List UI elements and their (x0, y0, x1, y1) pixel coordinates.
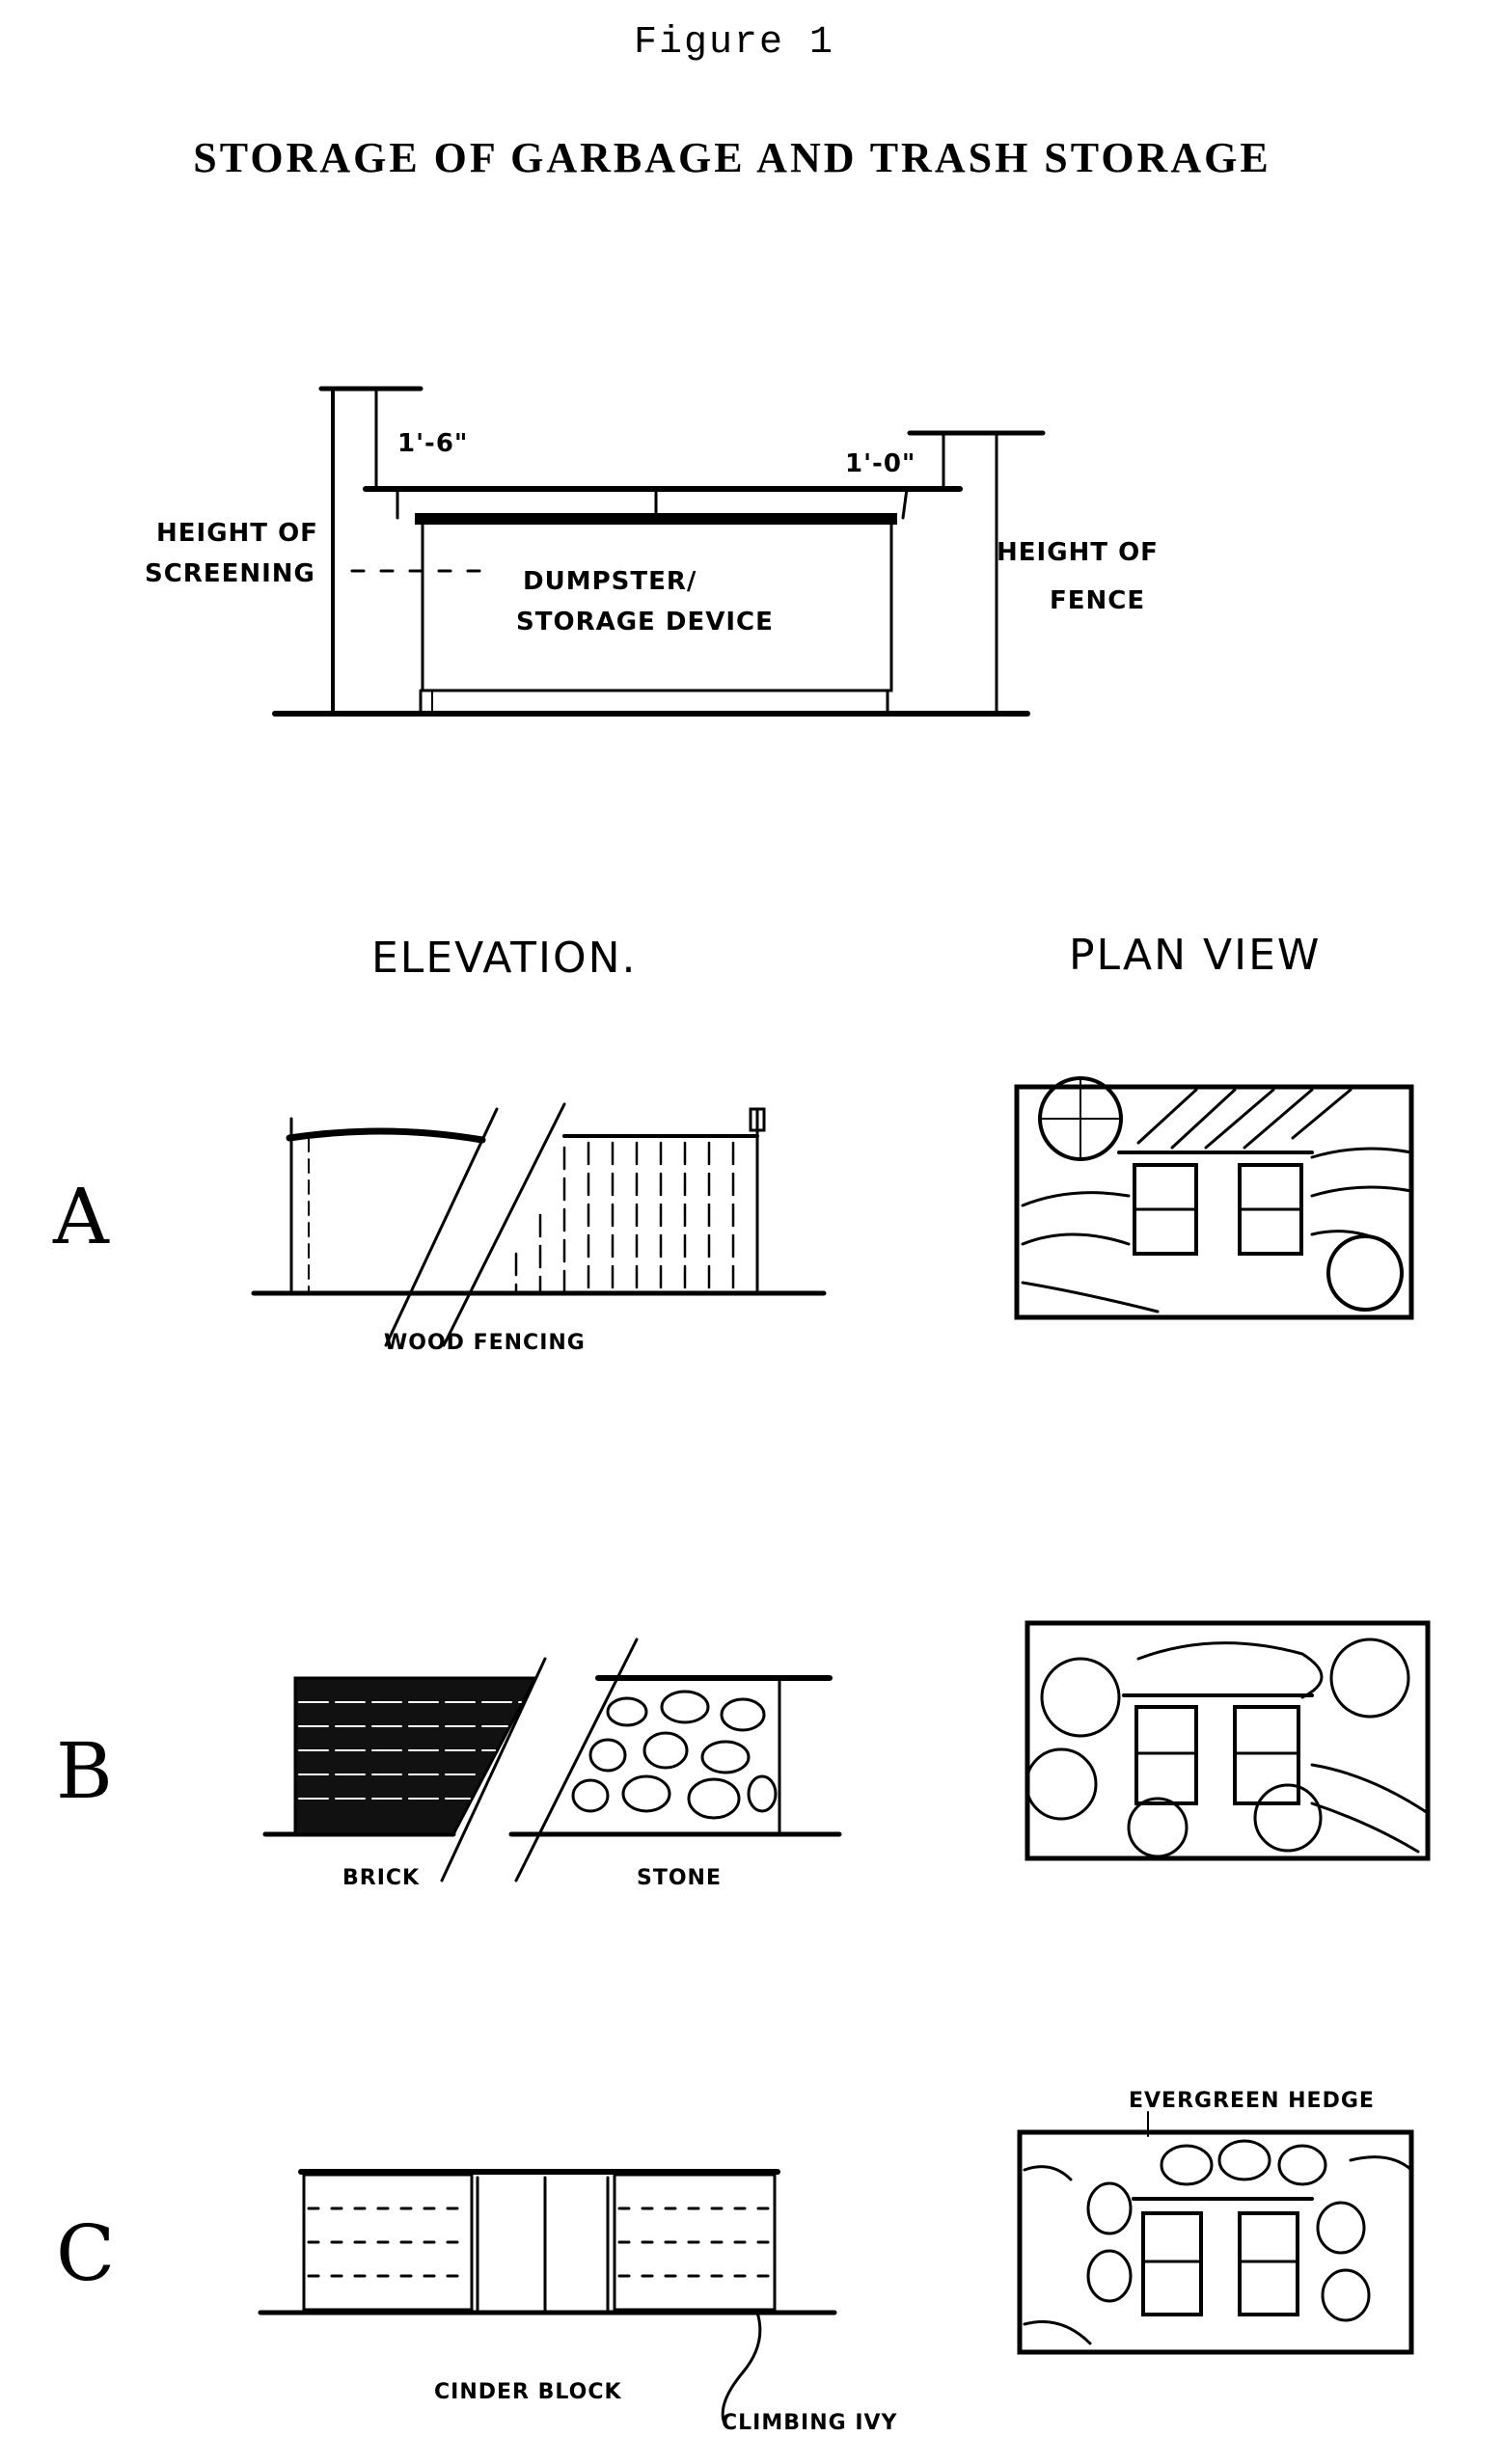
evergreen-hedge-plan-view (1017, 2111, 1414, 2355)
row-letter-b: B (56, 1726, 113, 1816)
height-of-screening-label-line1: HEIGHT OF (156, 519, 318, 548)
height-of-screening-label-line2: SCREENING (145, 559, 315, 588)
brick-wall (293, 1676, 538, 1836)
brick-stone-elevation (262, 1638, 842, 1882)
dumpster-label-line2: STORAGE DEVICE (516, 608, 774, 636)
row-letter-a: A (53, 1172, 109, 1261)
fence-offset-dimension: 1'-0" (845, 449, 916, 478)
brick-label: BRICK (342, 1866, 421, 1890)
cinder-block-label: CINDER BLOCK (434, 2380, 622, 2404)
height-of-fence-label-line2: FENCE (1050, 586, 1146, 615)
figure-number: Figure 1 (633, 21, 835, 65)
dumpster-body (421, 519, 893, 692)
stone-pattern (571, 1690, 778, 1820)
dumpster-label-line1: DUMPSTER/ (523, 567, 697, 596)
evergreen-hedge-label: EVERGREEN HEDGE (1129, 2089, 1375, 2113)
wood-fence-elevation (251, 1102, 827, 1347)
elevation-heading: ELEVATION. (371, 934, 638, 983)
figure-title: STORAGE OF GARBAGE AND TRASH STORAGE (193, 134, 1271, 181)
height-of-fence-label-line1: HEIGHT OF (997, 538, 1159, 567)
cinder-block-elevation (258, 2169, 837, 2423)
plan-view-heading: PLAN VIEW (1069, 931, 1322, 980)
dumpster-rim (415, 513, 897, 525)
brick-stone-plan-view (1025, 1620, 1431, 1861)
stone-label: STONE (637, 1866, 722, 1890)
screening-offset-dimension: 1'-6" (397, 429, 469, 458)
dumpster-elevation-diagram (272, 386, 1046, 717)
climbing-ivy-label: CLIMBING IVY (722, 2411, 898, 2435)
wood-fence-plan-view (1014, 1076, 1414, 1320)
climbing-ivy-leader (721, 2311, 762, 2423)
wood-fencing-label: WOOD FENCING (384, 1331, 586, 1355)
row-letter-c: C (56, 2208, 116, 2298)
